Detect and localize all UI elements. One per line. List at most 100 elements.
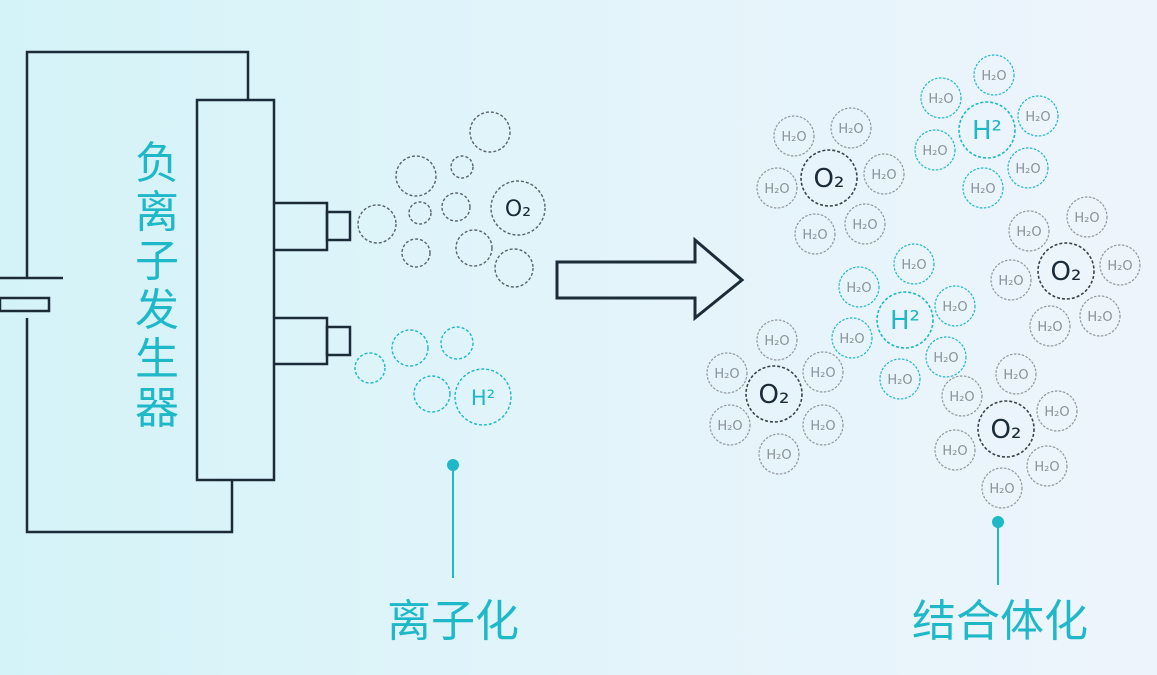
ionization-label: 离子化: [387, 596, 519, 647]
water-molecule: [941, 375, 983, 417]
oxygen-bubble: [408, 201, 432, 225]
generator-label: 负离子发生器: [135, 138, 179, 434]
water-molecule-label: H₂O: [838, 122, 863, 137]
water-molecule: [925, 336, 967, 378]
water-molecule: [844, 203, 886, 245]
generator-body: [195, 98, 276, 482]
water-molecule: [1026, 445, 1068, 487]
water-molecule: [802, 351, 844, 393]
water-molecule-label: H₂O: [1025, 110, 1050, 125]
oxygen-cluster: H₂O H₂O H₂O H₂O H₂O H₂O O₂: [756, 107, 905, 255]
water-molecule-label: H₂O: [1074, 211, 1099, 226]
hydrogen-bubble: [413, 375, 451, 413]
water-molecule-label: H₂O: [887, 373, 912, 388]
water-molecule: [962, 167, 1004, 209]
water-molecule: [830, 107, 872, 149]
water-molecule: [1099, 244, 1141, 286]
hydrogen-ion: [454, 368, 512, 426]
water-molecule-label: H₂O: [871, 168, 896, 183]
water-molecule: [934, 429, 976, 471]
water-molecule-label: H₂O: [998, 274, 1023, 289]
water-molecule-label: H₂O: [1015, 162, 1040, 177]
water-molecule-label: H₂O: [942, 300, 967, 315]
water-molecule-label: H₂O: [764, 182, 789, 197]
water-molecule-label: H₂O: [717, 419, 742, 434]
water-molecule: [794, 213, 836, 255]
oxygen-core: [1037, 242, 1095, 300]
water-molecule: [1066, 196, 1108, 238]
water-molecule-label: H₂O: [901, 258, 926, 273]
water-molecule-label: H₂O: [839, 332, 864, 347]
water-molecule: [893, 243, 935, 285]
hydrogen-bubble: [354, 352, 386, 384]
water-molecule: [981, 467, 1023, 509]
hydrogen-core: [876, 291, 934, 349]
oxygen-bubble: [494, 248, 534, 288]
core-label: O₂: [991, 415, 1022, 445]
hydrogen-ion-label: H²: [471, 386, 495, 410]
emitted-particles: O₂ H²: [354, 111, 546, 426]
water-molecule: [773, 115, 815, 157]
water-molecule: [831, 317, 873, 359]
water-molecule-label: H₂O: [1087, 310, 1112, 325]
oxygen-core: [800, 149, 858, 207]
water-molecule-label: H₂O: [1044, 405, 1069, 420]
nozzle-bottom-tip: [325, 325, 352, 357]
core-label: H²: [972, 116, 1002, 146]
water-molecule: [802, 404, 844, 446]
hydrogen-bubble: [440, 326, 474, 360]
water-molecule-label: H₂O: [1003, 368, 1028, 383]
combination-pointer: [992, 516, 1004, 585]
oxygen-bubble: [469, 111, 511, 153]
water-molecule-label: H₂O: [846, 281, 871, 296]
water-molecule-label: H₂O: [852, 218, 877, 233]
water-molecule-label: H₂O: [928, 92, 953, 107]
water-molecule-label: H₂O: [781, 130, 806, 145]
water-molecule-label: H₂O: [970, 182, 995, 197]
water-molecule-label: H₂O: [1016, 225, 1041, 240]
oxygen-bubble: [455, 229, 493, 267]
water-molecule-label: H₂O: [802, 228, 827, 243]
oxygen-core: [745, 365, 803, 423]
water-molecule-label: H₂O: [714, 367, 739, 382]
core-label: O₂: [759, 380, 790, 410]
water-molecule: [706, 352, 748, 394]
bottom-wire: [25, 318, 234, 534]
water-molecule-label: H₂O: [922, 144, 947, 159]
water-molecule-label: H₂O: [933, 351, 958, 366]
water-molecule: [1029, 305, 1071, 347]
water-molecule: [990, 259, 1032, 301]
oxygen-bubble: [450, 155, 474, 179]
water-molecule: [863, 153, 905, 195]
water-molecule: [995, 353, 1037, 395]
core-label: O₂: [814, 164, 845, 194]
nozzle-top-tip: [325, 210, 352, 242]
water-molecule-label: H₂O: [1034, 460, 1059, 475]
water-molecule-label: H₂O: [1037, 320, 1062, 335]
hydrogen-bubble: [391, 329, 429, 367]
combined-clusters: H₂O H₂O H₂O H₂O H₂O H₂O O₂ H₂O H₂O H₂O H₂O H₂O H₂O H²…: [706, 54, 1141, 509]
oxygen-bubble: [395, 155, 437, 197]
circuit: [0, 50, 352, 534]
water-molecule: [1079, 295, 1121, 337]
hydrogen-core: [958, 101, 1016, 159]
oxygen-core: [977, 400, 1035, 458]
battery-negative-plate: [0, 296, 51, 313]
oxygen-ion: [490, 180, 546, 236]
water-molecule: [756, 319, 798, 361]
top-wire: [25, 50, 250, 278]
water-molecule: [879, 358, 921, 400]
oxygen-bubble: [401, 238, 431, 268]
oxygen-ion-label: O₂: [505, 197, 531, 222]
water-molecule-label: H₂O: [949, 390, 974, 405]
water-molecule-label: H₂O: [764, 334, 789, 349]
water-molecule: [756, 167, 798, 209]
arrow-icon: [555, 236, 745, 322]
water-molecule: [973, 54, 1015, 96]
water-molecule: [758, 433, 800, 475]
